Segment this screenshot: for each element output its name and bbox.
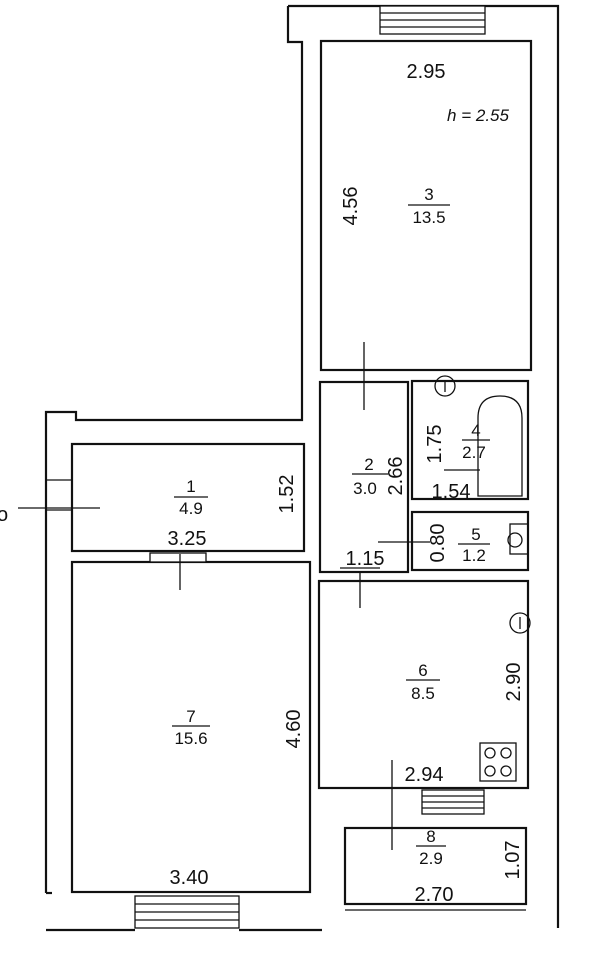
dim-balcony-depth: 1.07 [502,841,524,880]
dim-room1-width: 3.25 [168,528,207,550]
room-8-area: 2.9 [419,849,443,868]
dim-hall-length: 2.66 [385,457,407,496]
dim-bath-width: 1.54 [432,481,471,503]
room-3-number: 3 [424,185,433,204]
window-top [379,5,486,35]
room-1-outline [70,442,306,553]
room-2-number: 2 [364,455,373,474]
sink-icon [434,375,456,397]
label-bars [172,204,490,847]
room-6-number: 6 [418,661,427,680]
dim-room3-length: 4.56 [340,187,362,226]
room-6-outline [317,579,530,790]
room-3-area: 13.5 [412,208,445,227]
room-7-number: 7 [186,707,195,726]
dim-balcony-width: 2.70 [415,884,454,906]
edge-glyph: o [0,504,8,526]
room-8-number: 8 [426,827,435,846]
dim-bath-depth: 1.75 [424,425,446,464]
ceiling-height-note: h = 2.55 [447,106,509,125]
room-4-area: 2.7 [462,443,486,462]
balcony-door [421,789,485,815]
window-bottom [134,895,240,929]
dim-kitchen-depth: 2.90 [503,663,525,702]
room-6-area: 8.5 [411,684,435,703]
room-4-outline [410,379,530,501]
dim-wc-depth: 0.80 [427,524,449,563]
dim-room7-width: 3.40 [170,867,209,889]
outer-walls [44,4,560,928]
room-7-area: 15.6 [174,729,207,748]
dim-room7-length: 4.60 [283,710,305,749]
dim-kitchen-width: 2.94 [405,764,444,786]
dim-room3-width: 2.95 [407,61,446,83]
kitchen-sink-icon [509,612,531,634]
room-8-outline [343,826,528,906]
room-4-number: 4 [471,421,480,440]
room-3-outline [319,39,533,372]
dim-room1-depth: 1.52 [276,475,298,514]
bathtub-icon [477,395,523,497]
stove-icon [479,742,517,782]
room-7-outline [70,560,312,894]
room-2-area: 3.0 [353,479,377,498]
room-5-area: 1.2 [462,546,486,565]
dim-hall-width: 1.15 [346,548,385,570]
room-1-number: 1 [186,477,195,496]
room-5-number: 5 [471,525,480,544]
toilet-icon [509,523,529,555]
room-1-area: 4.9 [179,499,203,518]
leader-lines [18,342,480,850]
